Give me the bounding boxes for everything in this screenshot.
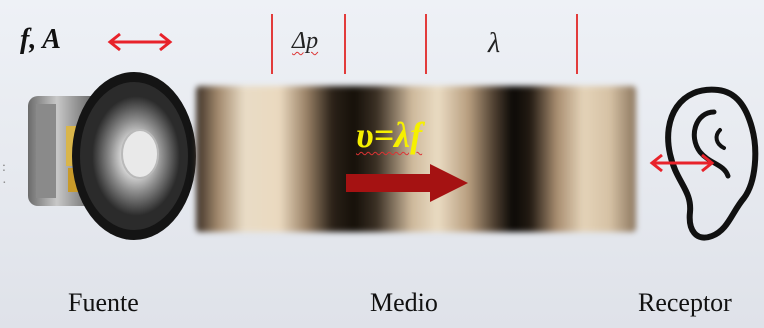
source-oscillation-arrow [107,32,173,52]
velocity-formula-text: υ=λf [356,115,423,155]
pressure-change-text: Δp [292,28,319,54]
wave-medium-band [196,86,636,232]
medium-caption: Medio [370,288,438,317]
receiver-caption: Receptor [638,288,732,317]
wavelength-boundary-line-2 [576,14,578,74]
edge-marks: :· [2,160,7,191]
compression-boundary-line-2 [344,14,346,74]
wavelength-boundary-line-1 [425,14,427,74]
source-caption: Fuente [68,288,139,317]
compression-boundary-line-1 [271,14,273,74]
speaker-icon [28,72,196,240]
receiver-oscillation-arrow [649,153,715,173]
ear-icon [665,86,759,241]
wavelength-label: λ [488,28,501,59]
pressure-change-label: Δp [292,28,318,55]
propagation-arrow [346,164,468,202]
frequency-amplitude-label: f, A [20,24,61,55]
velocity-formula: υ=λf [356,114,422,156]
